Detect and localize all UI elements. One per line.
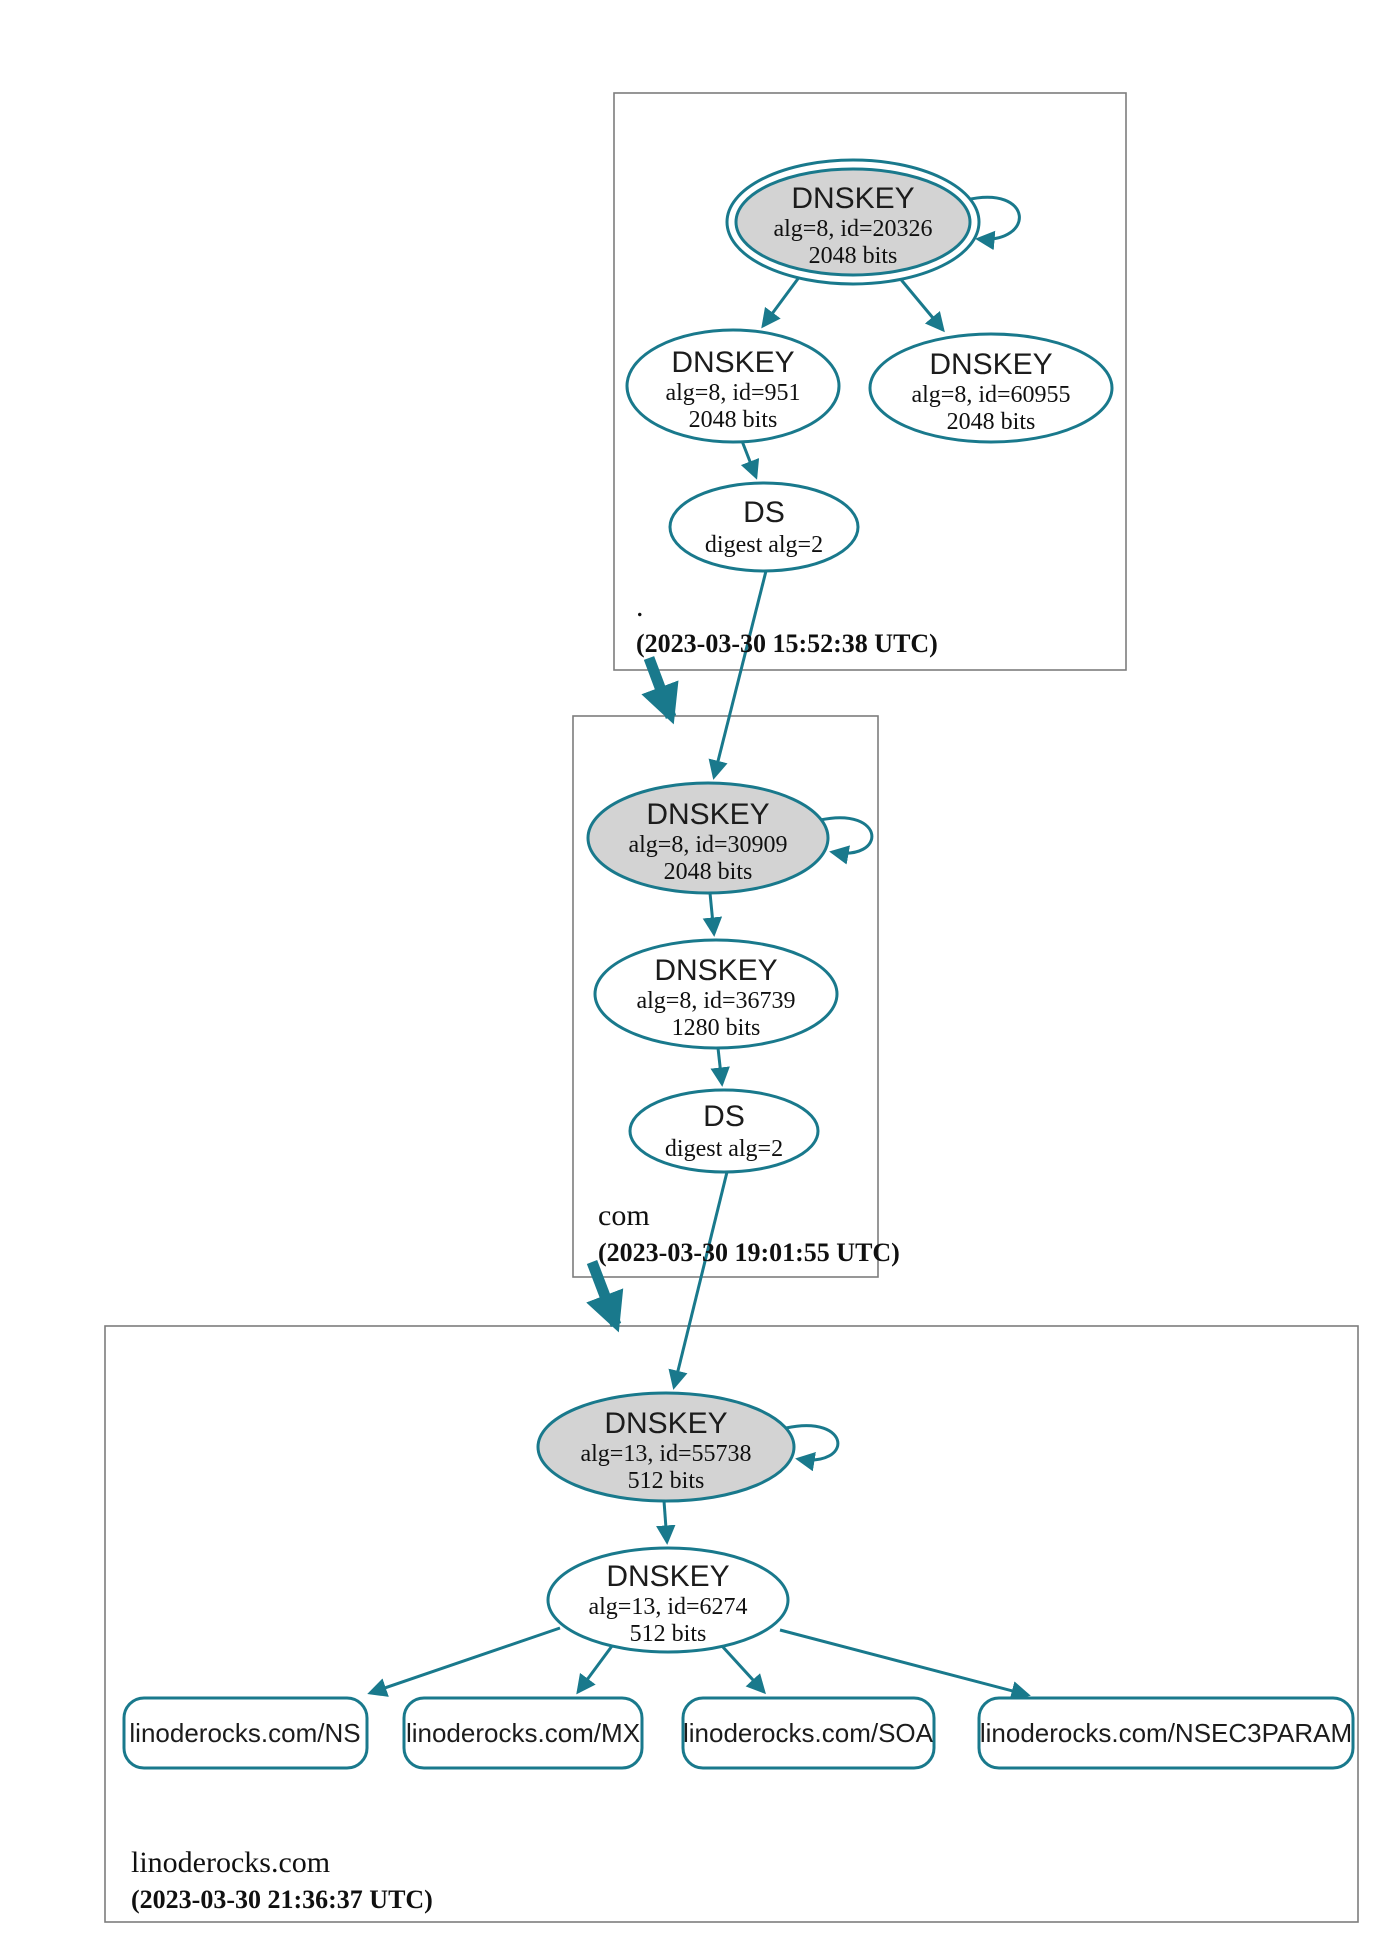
ds-root-node <box>668 481 860 573</box>
dnskey-30909-node <box>586 781 830 895</box>
self-loop-dnskey-20326 <box>965 195 1021 251</box>
zone-timestamp-linoderocks: (2023-03-30 21:36:37 UTC) <box>131 1885 433 1914</box>
dnskey-951-title: DNSKEY <box>671 346 794 379</box>
zone-linoderocks: DNSKEY alg=13, id=55738 512 bits DNSKEY … <box>122 1391 1355 1914</box>
dnskey-20326-bits: 2048 bits <box>809 243 898 269</box>
edge-dnskey-20326-to-951 <box>761 275 802 329</box>
dnskey-36739-node <box>593 938 839 1050</box>
dnskey-951-bits: 2048 bits <box>689 407 778 433</box>
rrset-ns-label: linoderocks.com/NS <box>129 1718 360 1748</box>
rrset-soa-node <box>681 1696 936 1770</box>
dnskey-951-node <box>625 328 841 444</box>
ds-root-title: DS <box>743 496 785 529</box>
rrset-mx-label: linoderocks.com/MX <box>406 1718 640 1748</box>
edge-ds-com-to-dnskey-55738 <box>668 1171 729 1390</box>
rrset-nsec3param-node <box>977 1696 1355 1770</box>
ds-com-title: DS <box>703 1100 745 1133</box>
self-loop-dnskey-30909 <box>819 816 874 865</box>
self-loop-dnskey-55738 <box>785 1424 840 1472</box>
rrset-mx-node <box>402 1696 644 1770</box>
dnskey-60955-node <box>868 332 1114 444</box>
dnskey-20326-node <box>734 167 972 277</box>
dnskey-55738-title: DNSKEY <box>604 1407 727 1440</box>
dnskey-20326-alg-id: alg=8, id=20326 <box>773 216 932 242</box>
edge-dnskey-6274-to-nsec3param <box>779 1628 1031 1701</box>
dnskey-30909-bits: 2048 bits <box>664 859 753 885</box>
dnskey-55738-node <box>536 1391 796 1503</box>
delegation-arrow-com-to-linoderocks <box>586 1260 624 1333</box>
edge-dnskey-6274-to-ns <box>367 1626 561 1697</box>
delegation-arrow-root-to-com <box>641 656 679 725</box>
edge-ds-root-to-dnskey-30909 <box>708 570 768 780</box>
edge-dnskey-6274-to-soa <box>720 1644 766 1695</box>
dnskey-30909-title: DNSKEY <box>646 798 769 831</box>
edge-dnskey-36739-to-ds-com <box>710 1047 730 1087</box>
rrset-ns-node <box>122 1696 369 1770</box>
ds-com-digest: digest alg=2 <box>665 1136 783 1162</box>
rrset-nsec3param-label: linoderocks.com/NSEC3PARAM <box>980 1718 1352 1748</box>
dnskey-36739-alg-id: alg=8, id=36739 <box>636 988 795 1014</box>
zone-label-root: . <box>636 590 644 623</box>
zone-timestamp-com: (2023-03-30 19:01:55 UTC) <box>598 1238 900 1267</box>
dnskey-60955-bits: 2048 bits <box>947 409 1036 435</box>
dnskey-30909-alg-id: alg=8, id=30909 <box>628 832 787 858</box>
dnskey-6274-bits: 512 bits <box>630 1621 707 1647</box>
dnskey-6274-title: DNSKEY <box>606 1560 729 1593</box>
zone-root: DNSKEY alg=8, id=20326 2048 bits DNSKEY … <box>625 158 1114 658</box>
edge-dnskey-951-to-ds-root <box>740 440 760 480</box>
ds-root-digest: digest alg=2 <box>705 532 823 558</box>
edge-dnskey-55738-to-6274 <box>656 1500 676 1545</box>
dnskey-20326-title: DNSKEY <box>791 182 914 215</box>
dnskey-60955-title: DNSKEY <box>929 348 1052 381</box>
dnskey-55738-alg-id: alg=13, id=55738 <box>580 1441 751 1467</box>
edge-dnskey-6274-to-mx <box>576 1645 614 1695</box>
edge-dnskey-30909-to-36739 <box>702 892 723 937</box>
rrset-soa-label: linoderocks.com/SOA <box>683 1718 934 1748</box>
zone-label-linoderocks: linoderocks.com <box>131 1846 330 1879</box>
dnskey-36739-title: DNSKEY <box>654 954 777 987</box>
dnskey-55738-bits: 512 bits <box>628 1468 705 1494</box>
zone-com: DNSKEY alg=8, id=30909 2048 bits DNSKEY … <box>586 781 900 1267</box>
dnskey-951-alg-id: alg=8, id=951 <box>665 380 800 406</box>
zone-timestamp-root: (2023-03-30 15:52:38 UTC) <box>636 629 938 658</box>
dnskey-60955-alg-id: alg=8, id=60955 <box>911 382 1070 408</box>
dnskey-6274-node <box>546 1546 790 1654</box>
zone-label-com: com <box>598 1199 650 1232</box>
dnskey-36739-bits: 1280 bits <box>672 1015 761 1041</box>
dnskey-6274-alg-id: alg=13, id=6274 <box>588 1594 747 1620</box>
ds-com-node <box>628 1088 820 1174</box>
edge-dnskey-20326-to-60955 <box>896 275 945 333</box>
